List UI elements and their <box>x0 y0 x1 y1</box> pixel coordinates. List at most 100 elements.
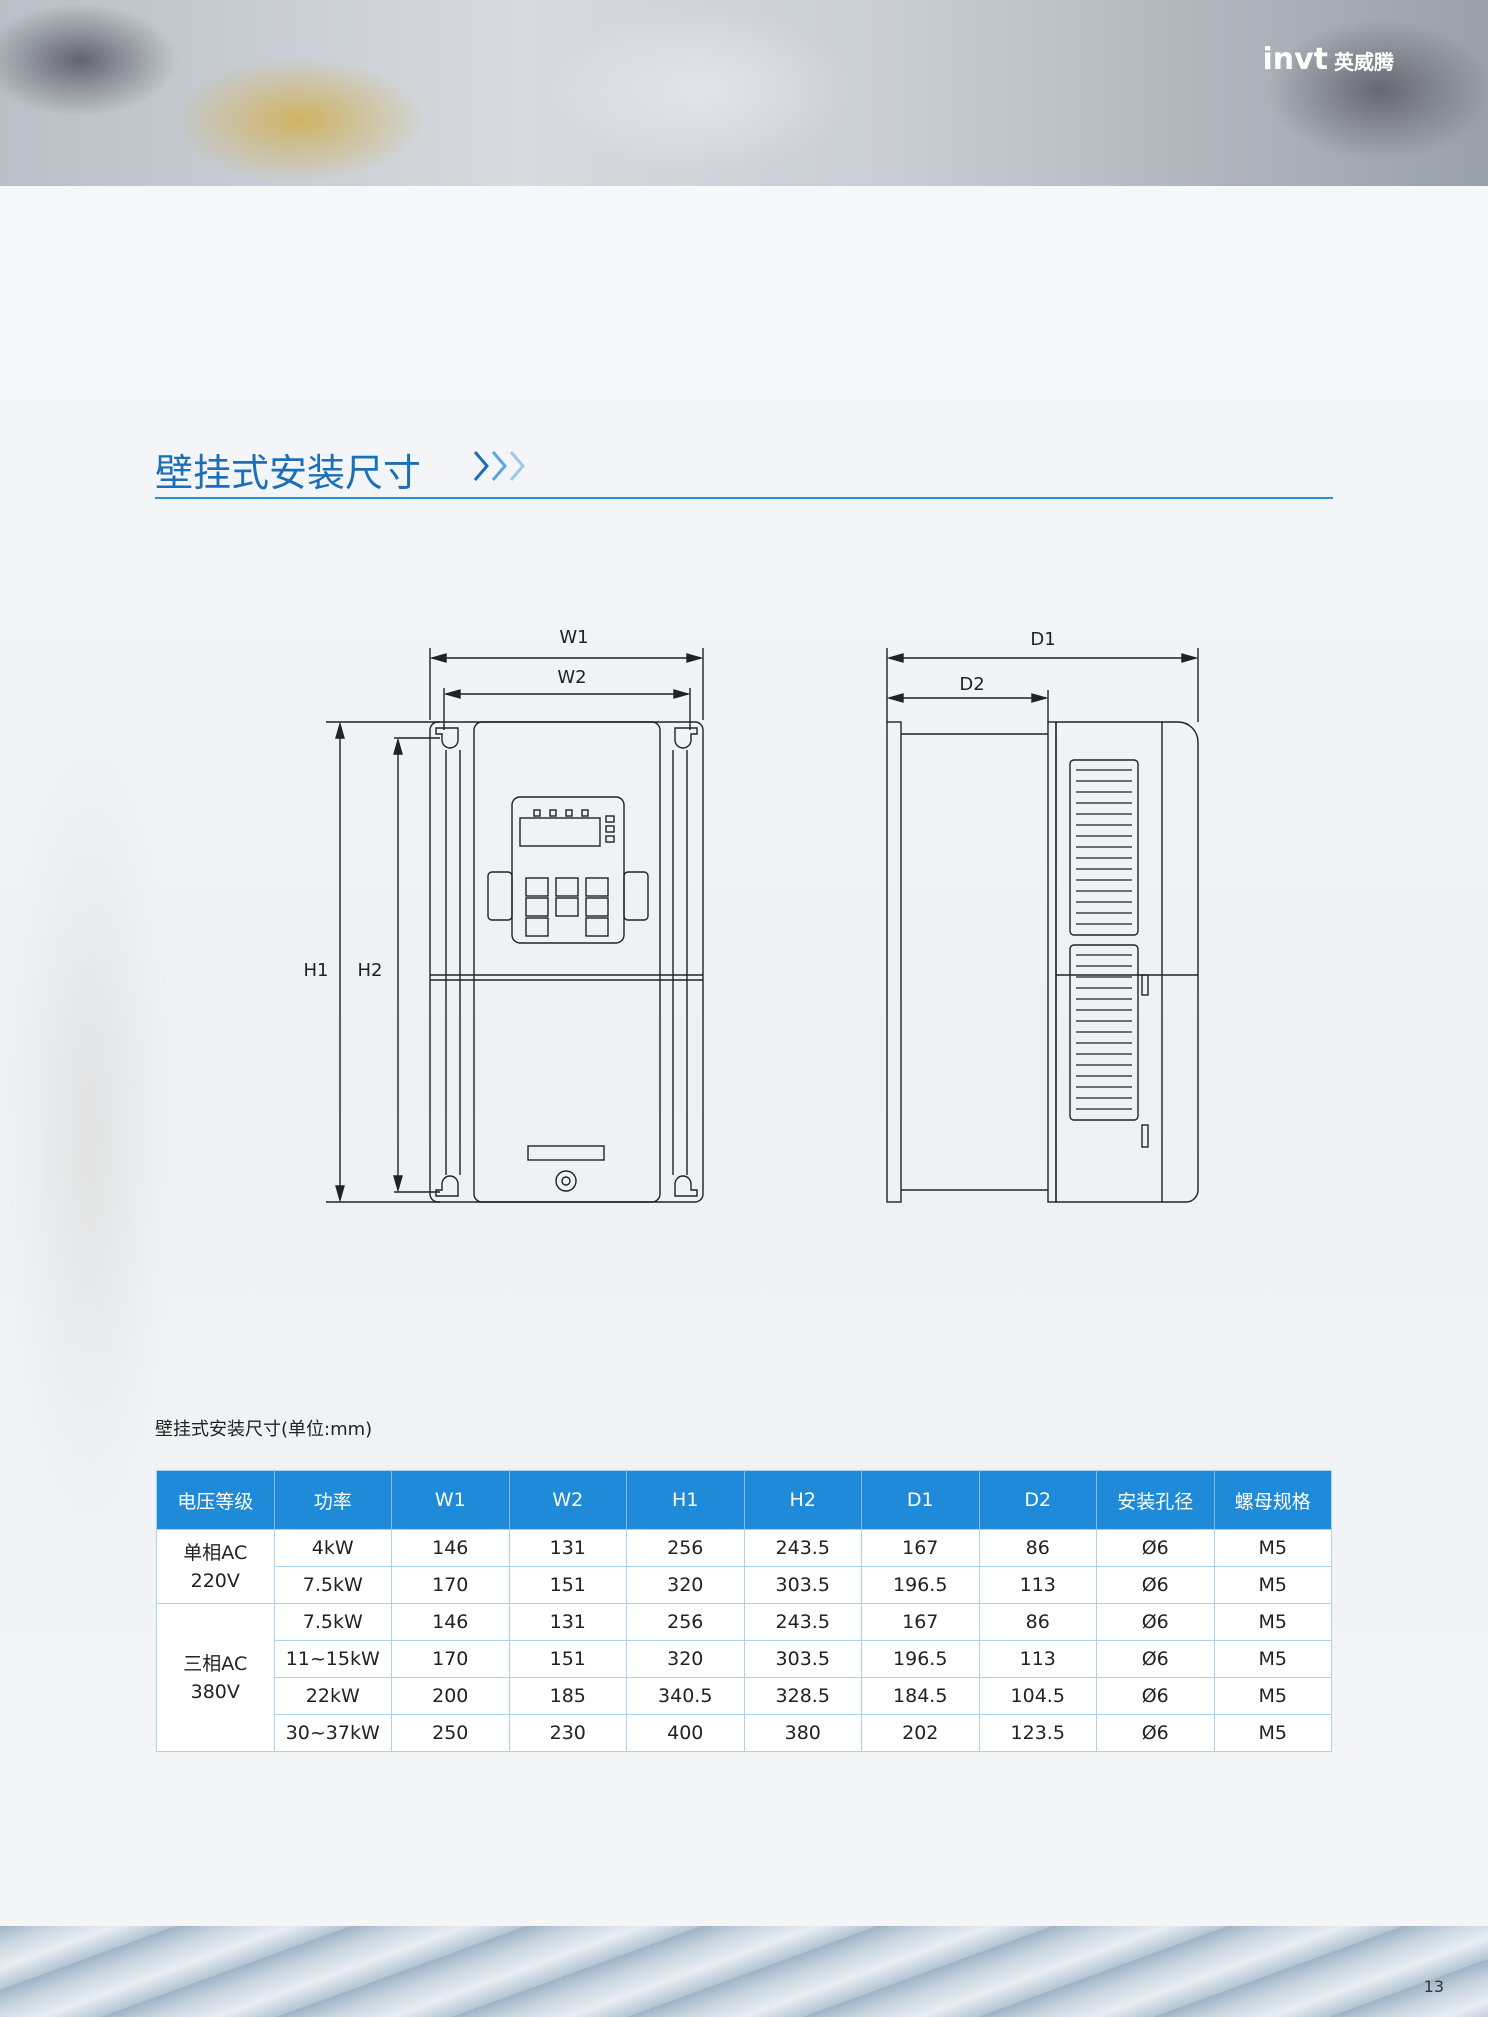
table-cell: M5 <box>1213 1529 1332 1567</box>
table-cell: 11~15kW <box>273 1640 392 1678</box>
title-rule <box>155 497 1333 499</box>
table-header-cell: D2 <box>979 1470 1097 1530</box>
table-header-cell: H2 <box>744 1470 862 1530</box>
table-cell: 146 <box>391 1603 510 1641</box>
brand-name-cn: 英威腾 <box>1334 50 1394 74</box>
table-header-cell: W1 <box>391 1470 510 1530</box>
voltage-class-cell: 单相AC 220V <box>156 1529 275 1604</box>
chevrons-icon <box>472 446 526 486</box>
table-cell: 22kW <box>273 1677 392 1715</box>
table-cell: Ø6 <box>1096 1714 1215 1752</box>
table-cell: 340.5 <box>626 1677 745 1715</box>
table-header-cell: 功率 <box>274 1470 392 1530</box>
brand-logo-text: invt <box>1262 42 1328 77</box>
section-title: 壁挂式安装尺寸 <box>155 451 422 495</box>
table-cell: 303.5 <box>743 1640 862 1678</box>
table-cell: 320 <box>626 1640 745 1678</box>
table-cell: 303.5 <box>743 1566 862 1604</box>
table-cell: M5 <box>1213 1603 1332 1641</box>
table-cell: 230 <box>508 1714 627 1752</box>
table-cell: 167 <box>861 1603 980 1641</box>
table-cell: 131 <box>508 1603 627 1641</box>
table-cell: 400 <box>626 1714 745 1752</box>
table-cell: 113 <box>978 1566 1097 1604</box>
brand-logo: invt 英威腾 <box>1262 42 1394 77</box>
table-cell: 184.5 <box>861 1677 980 1715</box>
table-cell: 167 <box>861 1529 980 1567</box>
table-header-cell: H1 <box>626 1470 745 1530</box>
dim-label-h1: H1 <box>304 960 329 981</box>
table-cell: 131 <box>508 1529 627 1567</box>
table-cell: 30~37kW <box>273 1714 392 1752</box>
table-header-cell: 螺母规格 <box>1214 1470 1332 1530</box>
table-header-cell: 安装孔径 <box>1096 1470 1215 1530</box>
table-cell: 113 <box>978 1640 1097 1678</box>
table-cell: 123.5 <box>978 1714 1097 1752</box>
table-header-cell: W2 <box>509 1470 627 1530</box>
voltage-value: 380V <box>190 1680 240 1703</box>
vent-slots <box>1076 769 1132 1110</box>
table-cell: 196.5 <box>861 1566 980 1604</box>
table-cell: 170 <box>391 1566 510 1604</box>
dim-label-w2: W2 <box>557 667 586 688</box>
table-cell: Ø6 <box>1096 1603 1215 1641</box>
table-cell: 200 <box>391 1677 510 1715</box>
table-cell: Ø6 <box>1096 1677 1215 1715</box>
table-cell: 185 <box>508 1677 627 1715</box>
page-number: 13 <box>1423 1977 1444 1996</box>
table-header-cell: 电压等级 <box>156 1470 275 1530</box>
table-caption: 壁挂式安装尺寸(单位:mm) <box>155 1419 373 1440</box>
table-cell: 202 <box>861 1714 980 1752</box>
table-cell: 146 <box>391 1529 510 1567</box>
table-cell: 243.5 <box>743 1603 862 1641</box>
voltage-value: 220V <box>190 1569 240 1592</box>
table-cell: M5 <box>1213 1566 1332 1604</box>
voltage-phase: 三相AC <box>183 1652 248 1675</box>
chevron-right-icon <box>473 451 489 481</box>
dimension-drawing: W1 W2 H1 H2 D1 D2 <box>304 627 1199 1203</box>
table-cell: M5 <box>1213 1640 1332 1678</box>
chevron-right-icon <box>491 451 507 481</box>
table-cell: 328.5 <box>743 1677 862 1715</box>
voltage-phase: 单相AC <box>183 1541 248 1564</box>
voltage-class-cell: 三相AC 380V <box>156 1603 275 1752</box>
table-cell: 256 <box>626 1529 745 1567</box>
table-header-cell: D1 <box>861 1470 980 1530</box>
table-cell: 7.5kW <box>273 1603 392 1641</box>
header-banner: invt 英威腾 <box>0 0 1488 186</box>
table-cell: 243.5 <box>743 1529 862 1567</box>
table-cell: 4kW <box>273 1529 392 1567</box>
table-cell: 151 <box>508 1566 627 1604</box>
table-cell: 104.5 <box>978 1677 1097 1715</box>
table-cell: 7.5kW <box>273 1566 392 1604</box>
table-cell: M5 <box>1213 1714 1332 1752</box>
table-cell: 380 <box>743 1714 862 1752</box>
dim-label-w1: W1 <box>559 627 588 648</box>
table-cell: Ø6 <box>1096 1640 1215 1678</box>
table-cell: 151 <box>508 1640 627 1678</box>
table-cell: Ø6 <box>1096 1566 1215 1604</box>
table-cell: M5 <box>1213 1677 1332 1715</box>
table-cell: 170 <box>391 1640 510 1678</box>
table-cell: 86 <box>978 1603 1097 1641</box>
table-cell: 320 <box>626 1566 745 1604</box>
dim-label-h2: H2 <box>358 960 383 981</box>
table-cell: Ø6 <box>1096 1529 1215 1567</box>
dim-label-d1: D1 <box>1030 629 1055 650</box>
footer-strip <box>0 1926 1488 2017</box>
dim-label-d2: D2 <box>959 674 984 695</box>
table-cell: 250 <box>391 1714 510 1752</box>
table-cell: 86 <box>978 1529 1097 1567</box>
chevron-right-icon <box>509 451 525 481</box>
table-cell: 196.5 <box>861 1640 980 1678</box>
table-cell: 256 <box>626 1603 745 1641</box>
